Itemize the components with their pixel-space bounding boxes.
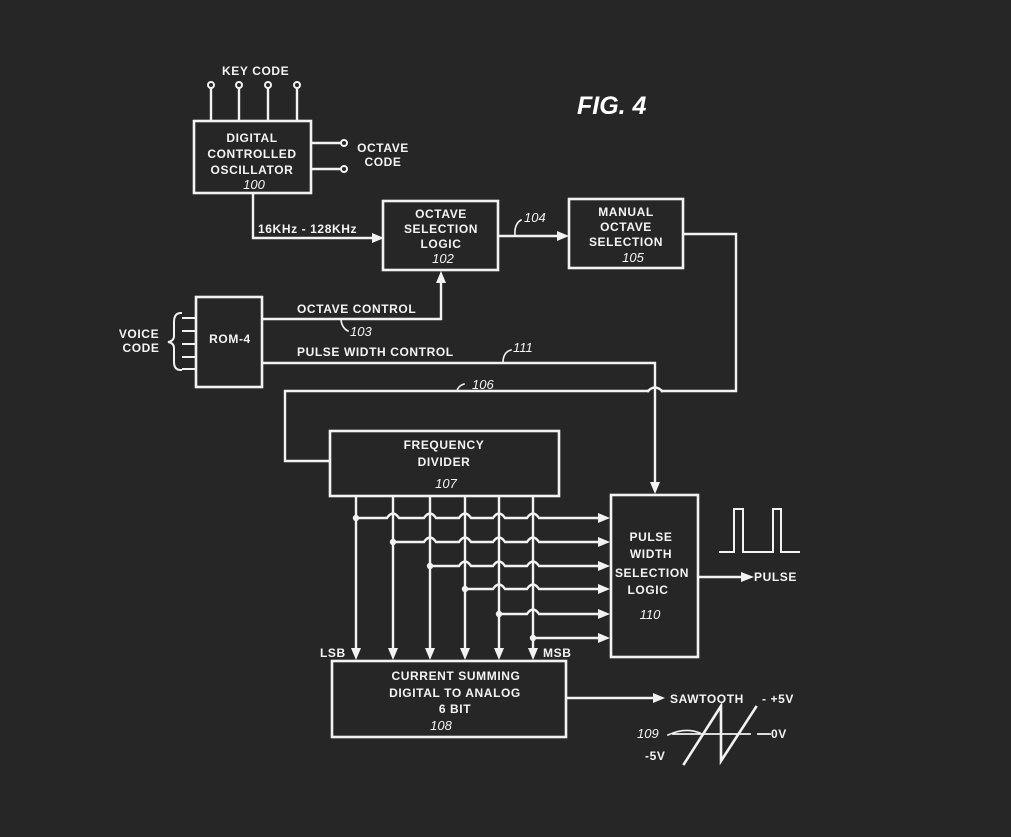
svg-text:110: 110 (640, 607, 661, 622)
sawtooth-output-label: SAWTOOTH (670, 692, 744, 706)
pulse-waveform (719, 508, 800, 553)
svg-text:FREQUENCY: FREQUENCY (404, 438, 485, 452)
bus-row-arrow-1 (598, 537, 610, 547)
dac-block: CURRENT SUMMING DIGITAL TO ANALOG 6 BIT … (330, 659, 568, 739)
line-106-right (660, 232, 738, 393)
msb-label: MSB (543, 646, 571, 660)
svg-text:102: 102 (432, 251, 454, 266)
svg-text:MANUAL: MANUAL (598, 205, 654, 219)
minus-5v-label: -5V (645, 749, 665, 763)
voice-code-brace (167, 311, 183, 372)
bus-row-arrow-0 (598, 513, 610, 523)
svg-text:ROM-4: ROM-4 (209, 332, 251, 346)
svg-text:SELECTION: SELECTION (615, 566, 689, 580)
line-111-ref: 111 (513, 340, 533, 355)
svg-text:LOGIC: LOGIC (421, 237, 462, 251)
bus-row-2 (428, 560, 602, 568)
oscillator-block: DIGITAL CONTROLLED OSCILLATOR 100 (192, 119, 313, 195)
bus-row-4 (497, 608, 602, 616)
bit-arrow-3 (460, 648, 470, 660)
svg-text:OSCILLATOR: OSCILLATOR (211, 163, 294, 177)
lsb-label: LSB (320, 646, 346, 660)
bus-row-1 (391, 536, 602, 544)
frequency-line (251, 192, 378, 240)
svg-text:105: 105 (622, 250, 644, 265)
svg-text:CONTROLLED: CONTROLLED (207, 147, 296, 161)
frequency-divider-block: FREQUENCY DIVIDER 107 (328, 429, 561, 498)
bus-row-arrow-5 (598, 633, 610, 643)
key-code-terminals (207, 81, 301, 122)
svg-text:DIGITAL: DIGITAL (226, 131, 277, 145)
octave-control-label: OCTAVE CONTROL (297, 302, 416, 316)
zero-volt-label: 0V (771, 727, 787, 741)
svg-text:LOGIC: LOGIC (628, 583, 669, 597)
frequency-range-label: 16KHz - 128KHz (258, 222, 357, 236)
pulse-width-selection-logic-block: PULSE WIDTH SELECTION LOGIC 110 (609, 493, 700, 659)
voice-code-label-2: CODE (122, 341, 159, 355)
line-103-ref: 103 (350, 324, 372, 339)
voice-code-label: VOICE (119, 327, 159, 341)
svg-text:100: 100 (243, 177, 265, 192)
svg-text:108: 108 (430, 718, 452, 733)
bit-arrow-2 (425, 648, 435, 660)
svg-text:107: 107 (435, 476, 457, 491)
line-106-ref: 106 (472, 377, 494, 392)
svg-text:OCTAVE: OCTAVE (415, 207, 467, 221)
bit-arrow-0 (351, 648, 361, 660)
svg-text:SELECTION: SELECTION (404, 222, 478, 236)
line-104-ref: 104 (524, 210, 546, 225)
bus-row-3 (463, 583, 602, 591)
svg-text:SELECTION: SELECTION (589, 235, 663, 249)
octave-code-terminals (310, 139, 348, 173)
bit-arrow-4 (494, 648, 504, 660)
bus-row-arrow-3 (598, 584, 610, 594)
rom-block: ROM-4 (194, 295, 264, 389)
bus-row-arrow-4 (598, 609, 610, 619)
octave-code-label-2: CODE (364, 155, 401, 169)
bit-arrow-5 (528, 648, 538, 660)
bus-row-arrow-2 (598, 561, 610, 571)
svg-text:6 BIT: 6 BIT (439, 702, 471, 716)
svg-text:OCTAVE: OCTAVE (600, 220, 652, 234)
figure-title: FIG. 4 (577, 92, 647, 120)
octave-control-line (261, 280, 443, 321)
pulse-width-control-label: PULSE WIDTH CONTROL (297, 345, 454, 359)
voice-code-inputs (182, 317, 196, 370)
key-code-label: KEY CODE (222, 64, 289, 78)
svg-text:PULSE: PULSE (629, 530, 672, 544)
bit-arrow-1 (388, 648, 398, 660)
plus-5v-label: - +5V (762, 692, 794, 706)
octave-code-label: OCTAVE (357, 141, 409, 155)
svg-text:DIGITAL TO ANALOG: DIGITAL TO ANALOG (389, 686, 521, 700)
bus-row-0 (354, 512, 602, 520)
pulse-output-label: PULSE (754, 570, 797, 584)
pulse-width-control-line (261, 361, 657, 486)
line-106 (283, 389, 650, 463)
svg-text:WIDTH: WIDTH (630, 547, 672, 561)
octave-selection-logic-block: OCTAVE SELECTION LOGIC 102 (381, 199, 500, 272)
svg-text:DIVIDER: DIVIDER (418, 455, 471, 469)
sawtooth-waveform (682, 701, 758, 766)
sawtooth-ref: 109 (637, 726, 659, 741)
bit-bus (351, 495, 610, 660)
svg-text:CURRENT SUMMING: CURRENT SUMMING (392, 669, 521, 683)
manual-octave-selection-block: MANUAL OCTAVE SELECTION 105 (567, 197, 685, 270)
